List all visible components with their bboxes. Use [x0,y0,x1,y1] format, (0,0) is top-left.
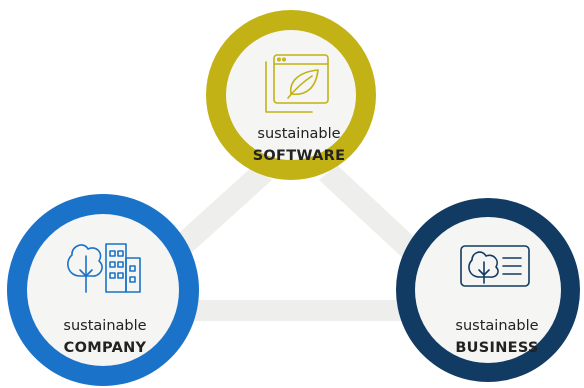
node-company-face [27,214,179,366]
tree-card-icon [460,245,530,287]
node-business-face [415,217,561,363]
node-company-line1: sustainable [63,318,146,334]
node-software-line1: sustainable [257,126,340,142]
tree-buildings-icon [67,243,141,293]
connector-software-company [160,165,272,265]
node-business: sustainable BUSINESS [396,198,580,382]
connectors [160,165,425,321]
node-business-line2: BUSINESS [455,340,538,356]
node-software-line2: SOFTWARE [253,148,346,164]
node-business-line1: sustainable [455,318,538,334]
connector-company-business [180,300,412,321]
connector-software-business [319,165,425,262]
node-company-line2: COMPANY [64,340,147,356]
browser-leaf-icon [265,54,329,113]
node-company: sustainable COMPANY [7,194,199,386]
node-software: sustainable SOFTWARE [206,10,376,180]
